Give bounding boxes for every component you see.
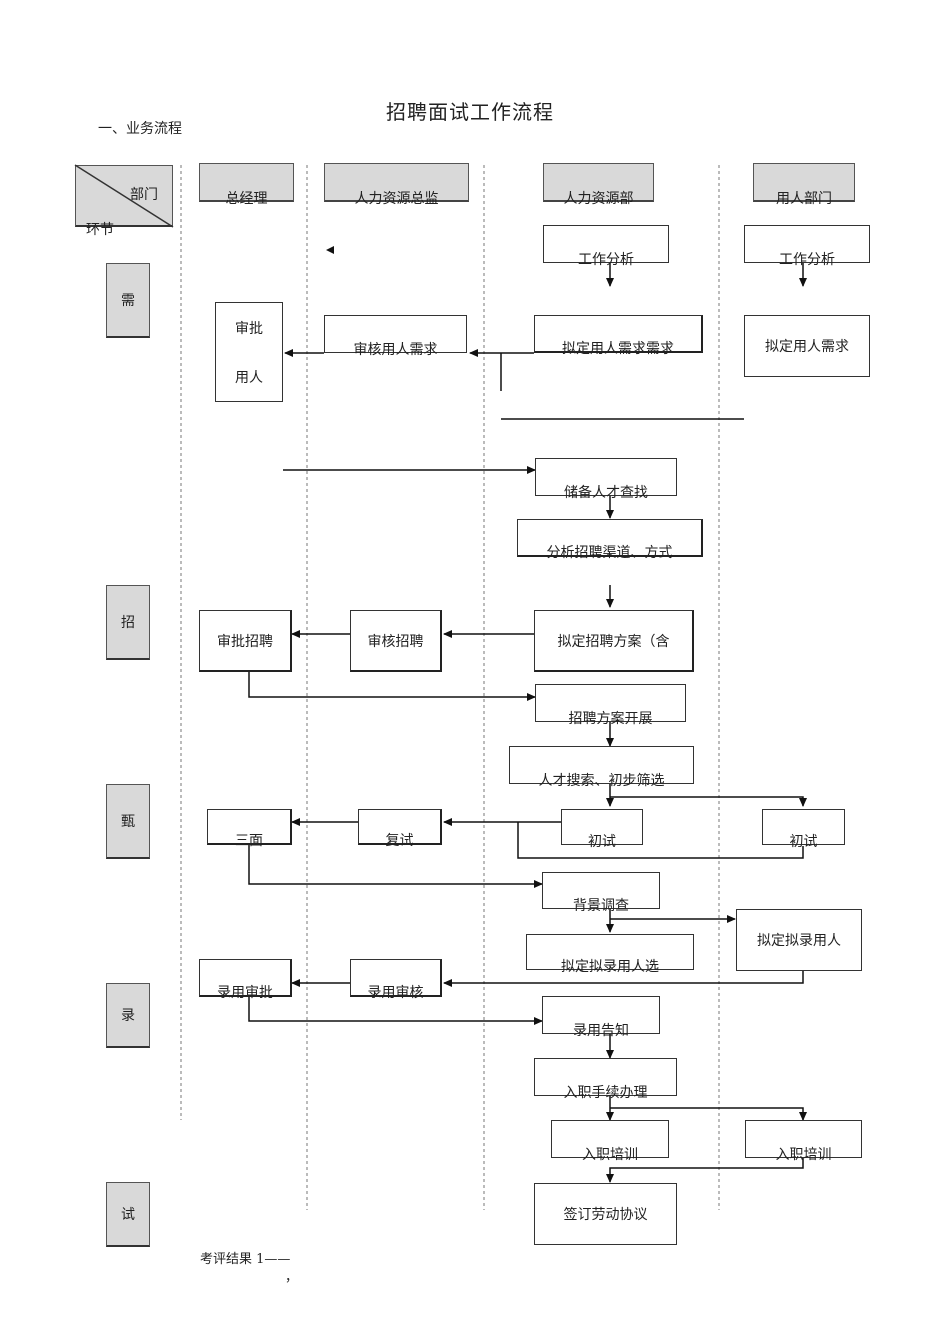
- lane-dividers: [180, 165, 720, 1210]
- footer-mark: ，: [285, 1270, 299, 1285]
- node-dept-job-analysis: 工作分析: [744, 225, 870, 268]
- node-gm-approve-hire: 审批用人: [215, 302, 283, 402]
- arrow-onboarding-to-training-dept: [610, 1107, 807, 1121]
- node-talent-search-screen: 人才搜索、初步筛选: [509, 746, 694, 789]
- node-talent-pool-search: 储备人才查找: [535, 458, 677, 501]
- node-third-interview: 三面: [207, 809, 292, 849]
- node-hr-draft-need: 拟定用人需求需求: [534, 315, 703, 357]
- column-header-hiring-dept: 用人部门: [753, 163, 855, 206]
- node-hr-draft-plan: 拟定招聘方案（含: [534, 610, 694, 672]
- arrow-gm-to-notice: [248, 997, 543, 1025]
- node-hire-notice: 录用告知: [542, 996, 660, 1039]
- phase-screen: 甄: [106, 784, 150, 859]
- arrow-search-to-first-dept: [610, 796, 807, 807]
- section-heading: 一、业务流程: [98, 121, 182, 137]
- node-second-interview: 复试: [358, 809, 442, 849]
- node-gm-approve-recruit: 审批招聘: [199, 610, 292, 672]
- node-plan-execute: 招聘方案开展: [535, 684, 686, 727]
- node-background-check: 背景调查: [542, 872, 660, 914]
- node-dept-draft-hire: 拟定拟录用人: [736, 909, 862, 971]
- node-dept-training: 入职培训: [745, 1120, 862, 1163]
- arrow-third-to-background: [248, 845, 543, 888]
- flow-arrows: [248, 246, 807, 1183]
- node-gm-hire-approval: 录用审批: [199, 959, 292, 1001]
- node-onboarding: 入职手续办理: [534, 1058, 677, 1101]
- corner-bottom-label: 环节: [86, 222, 114, 238]
- phase-probation: 试: [106, 1182, 150, 1247]
- column-header-hr-director: 人力资源总监: [324, 163, 469, 206]
- arrow-dept-to-hrd-hire: [443, 971, 804, 987]
- node-hr-draft-candidate: 拟定拟录用人选: [526, 934, 694, 975]
- evaluation-footer: 考评结果 1——: [200, 1252, 291, 1267]
- node-hrd-review-recruit: 审核招聘: [350, 610, 442, 672]
- column-header-hr-dept: 人力资源部: [543, 163, 654, 206]
- corner-top-label: 部门: [130, 187, 158, 203]
- phase-hire: 录: [106, 983, 150, 1048]
- phase-recruit: 招: [106, 585, 150, 660]
- column-header-gm: 总经理: [199, 163, 294, 206]
- node-hr-job-analysis: 工作分析: [543, 225, 669, 268]
- connector-loop: [517, 822, 804, 859]
- node-hrd-hire-review: 录用审核: [350, 959, 442, 1001]
- phase-need: 需: [106, 263, 150, 338]
- page-title: 招聘面试工作流程: [386, 100, 554, 124]
- stray-arrowhead: [326, 246, 334, 254]
- node-dept-draft-need: 拟定用人需求: [744, 315, 870, 377]
- corner-diagonal-overlay: [75, 165, 173, 227]
- arrow-training-to-contract: [606, 1158, 804, 1183]
- arrow-gm-to-execute: [248, 672, 536, 701]
- node-analyze-channels: 分析招聘渠道、方式: [517, 519, 703, 561]
- node-hr-first-interview: 初试: [561, 809, 643, 850]
- node-hrd-review-need: 审核用人需求: [324, 315, 467, 358]
- node-sign-contract: 签订劳动协议: [534, 1183, 677, 1245]
- node-hr-training: 入职培训: [551, 1120, 669, 1163]
- node-dept-first-interview: 初试: [762, 809, 845, 850]
